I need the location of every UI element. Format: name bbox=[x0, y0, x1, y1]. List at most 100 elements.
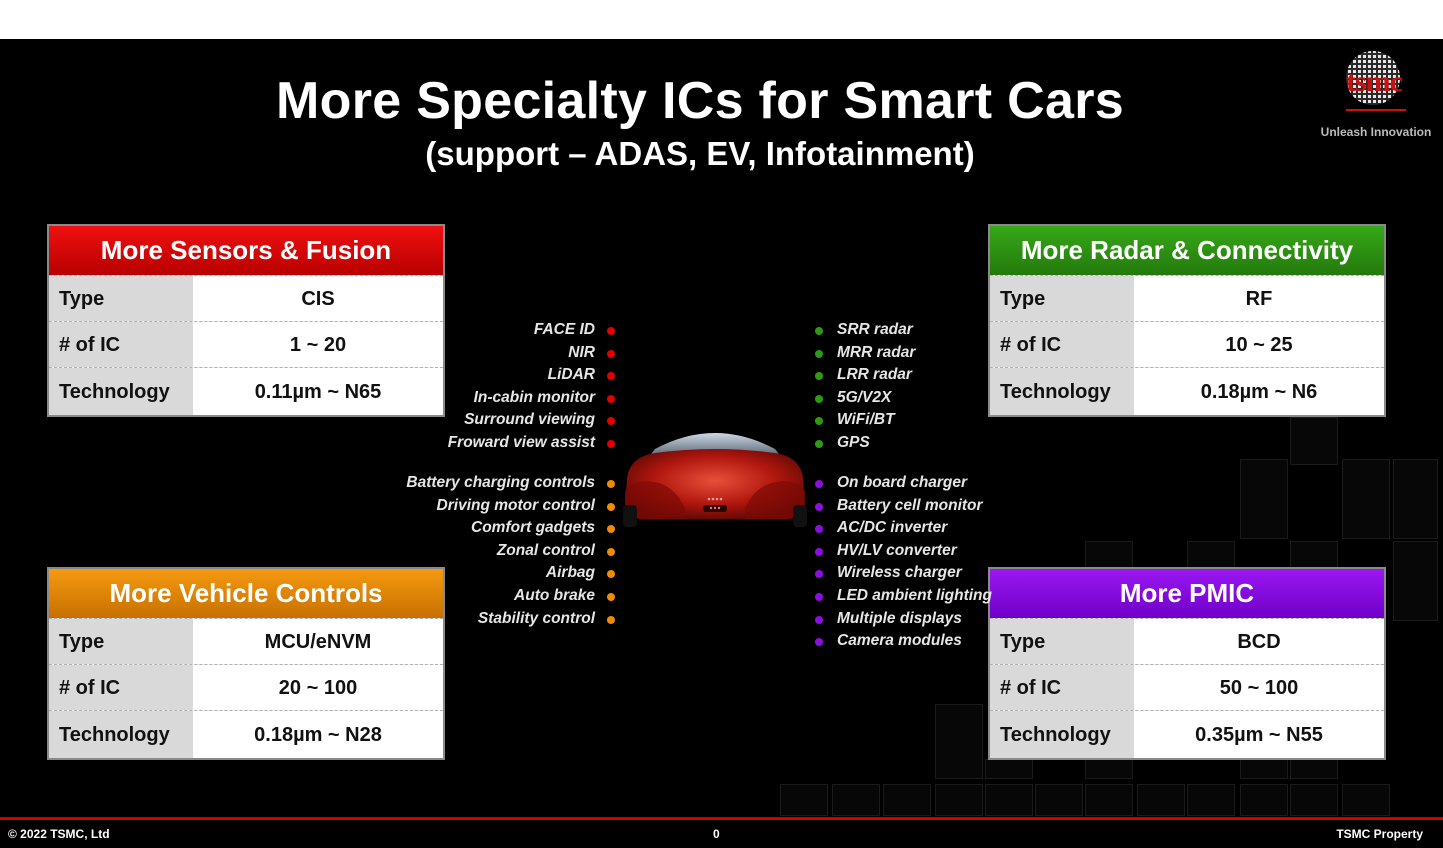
panel-pmic: More PMIC Type BCD # of IC 50 ~ 100 Tech… bbox=[988, 567, 1386, 760]
car-light bbox=[707, 497, 711, 501]
bg-square bbox=[1085, 784, 1133, 816]
row-value: 20 ~ 100 bbox=[193, 665, 443, 710]
bg-square bbox=[883, 784, 931, 816]
car-illustration bbox=[623, 433, 807, 527]
row-key: Type bbox=[49, 276, 193, 321]
feature-label: Auto brake bbox=[514, 587, 595, 604]
row-key: Technology bbox=[49, 711, 193, 758]
panel-row: Technology 0.11µm ~ N65 bbox=[49, 367, 443, 415]
bullet-dot-icon bbox=[607, 570, 615, 579]
row-key: Type bbox=[49, 619, 193, 664]
bg-square bbox=[1342, 459, 1390, 539]
bg-square bbox=[1393, 459, 1438, 539]
panel-row: # of IC 50 ~ 100 bbox=[990, 664, 1384, 710]
panel-radar: More Radar & Connectivity Type RF # of I… bbox=[988, 224, 1386, 417]
bullet-dot-icon bbox=[815, 593, 823, 601]
row-key: Type bbox=[990, 276, 1134, 321]
row-key: # of IC bbox=[990, 322, 1134, 367]
feature-label: Battery charging controls bbox=[406, 474, 595, 491]
feature-label: Driving motor control bbox=[436, 496, 595, 514]
bullet-dot-icon bbox=[607, 327, 615, 335]
slide: More Specialty ICs for Smart Cars (suppo… bbox=[0, 39, 1443, 848]
bullet-dot-icon bbox=[815, 638, 823, 647]
feature-label: Froward view assist bbox=[447, 434, 595, 451]
panel-row: Type MCU/eNVM bbox=[49, 618, 443, 664]
bullet-dot-icon bbox=[607, 417, 615, 426]
row-value: 50 ~ 100 bbox=[1134, 665, 1384, 710]
car-right-fender bbox=[745, 481, 805, 519]
car-left-wheel bbox=[623, 505, 637, 527]
logo-wordmark: tsmc bbox=[1346, 65, 1403, 98]
bg-square bbox=[1290, 759, 1338, 779]
feature-label: Airbag bbox=[545, 564, 595, 582]
bullet-dot-icon bbox=[815, 547, 823, 556]
row-key: Technology bbox=[990, 368, 1134, 415]
row-key: Technology bbox=[990, 711, 1134, 758]
row-key: Type bbox=[990, 619, 1134, 664]
feature-label: LiDAR bbox=[547, 366, 595, 384]
panel-row: Type RF bbox=[990, 275, 1384, 321]
feature-label: Stability control bbox=[477, 609, 595, 627]
feature-label: Camera modules bbox=[837, 632, 962, 650]
bg-square bbox=[780, 784, 828, 816]
car-light bbox=[709, 506, 713, 510]
bg-square bbox=[935, 784, 983, 816]
footer-page-number: 0 bbox=[713, 827, 720, 841]
logo-tagline: Unleash Innovation bbox=[1320, 125, 1432, 139]
panel-header: More Radar & Connectivity bbox=[990, 226, 1384, 275]
row-key: # of IC bbox=[49, 665, 193, 710]
feature-label: FACE ID bbox=[533, 321, 595, 338]
bg-square bbox=[1187, 541, 1235, 569]
bullet-dot-icon bbox=[815, 525, 823, 534]
bg-square bbox=[1240, 784, 1288, 816]
feature-label: AC/DC inverter bbox=[837, 519, 948, 537]
feature-label: NIR bbox=[568, 343, 595, 361]
row-value: MCU/eNVM bbox=[193, 619, 443, 664]
bg-square bbox=[1137, 784, 1185, 816]
feature-label: Zonal control bbox=[496, 541, 595, 559]
panel-row: Type BCD bbox=[990, 618, 1384, 664]
footer-divider bbox=[0, 817, 1443, 820]
feature-label: On board charger bbox=[837, 474, 968, 491]
feature-label: MRR radar bbox=[837, 343, 916, 361]
feature-label: LED ambient lighting bbox=[837, 587, 992, 604]
panel-sensors: More Sensors & Fusion Type CIS # of IC 1… bbox=[47, 224, 445, 417]
car-light bbox=[717, 506, 721, 510]
car-light bbox=[715, 497, 719, 501]
bullet-dot-icon bbox=[815, 570, 823, 579]
bullet-dot-icon bbox=[607, 372, 615, 381]
bg-square bbox=[1342, 784, 1390, 816]
bullet-dot-icon bbox=[607, 502, 615, 511]
bg-square bbox=[1290, 784, 1338, 816]
bg-square bbox=[1240, 459, 1288, 539]
bullet-dot-icon bbox=[607, 615, 615, 624]
panel-header: More Vehicle Controls bbox=[49, 569, 443, 618]
feature-label: In-cabin monitor bbox=[473, 388, 595, 406]
bg-square bbox=[1035, 784, 1083, 816]
panel-row: # of IC 1 ~ 20 bbox=[49, 321, 443, 367]
feature-label: GPS bbox=[837, 434, 870, 451]
footer-copyright: © 2022 TSMC, Ltd bbox=[8, 827, 110, 841]
row-key: Technology bbox=[49, 368, 193, 415]
bg-square bbox=[1187, 784, 1235, 816]
bg-square bbox=[985, 759, 1033, 779]
bullet-dot-icon bbox=[815, 394, 823, 403]
row-value: 0.18µm ~ N6 bbox=[1134, 368, 1384, 415]
panel-vehicle-controls: More Vehicle Controls Type MCU/eNVM # of… bbox=[47, 567, 445, 760]
row-value: 0.11µm ~ N65 bbox=[193, 368, 443, 415]
bg-square bbox=[935, 704, 983, 779]
row-value: RF bbox=[1134, 276, 1384, 321]
panel-row: Technology 0.18µm ~ N6 bbox=[990, 367, 1384, 415]
row-value: 0.18µm ~ N28 bbox=[193, 711, 443, 758]
feature-label: Multiple displays bbox=[837, 609, 962, 627]
row-value: 1 ~ 20 bbox=[193, 322, 443, 367]
car-left-fender bbox=[625, 481, 685, 519]
bullet-dot-icon bbox=[815, 327, 823, 335]
row-value: 10 ~ 25 bbox=[1134, 322, 1384, 367]
footer-property: TSMC Property bbox=[1336, 827, 1423, 841]
row-key: # of IC bbox=[49, 322, 193, 367]
row-value: BCD bbox=[1134, 619, 1384, 664]
bullet-dot-icon bbox=[607, 394, 615, 403]
car-right-wheel bbox=[793, 505, 807, 527]
bg-square bbox=[1290, 417, 1338, 465]
